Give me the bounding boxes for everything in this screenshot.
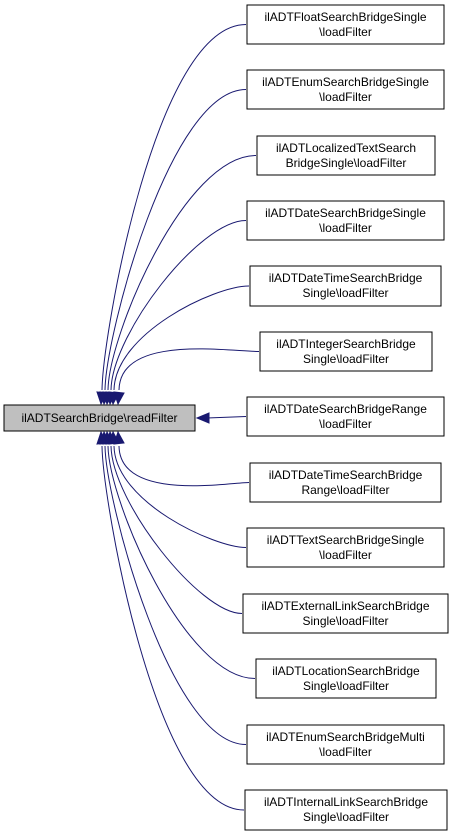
caller-node-label: \loadFilter	[319, 25, 372, 39]
caller-node[interactable]: ilADTIntegerSearchBridgeSingle\loadFilte…	[259, 331, 433, 372]
caller-nodes: ilADTFloatSearchBridgeSingle\loadFilteri…	[242, 4, 449, 831]
caller-node-label: ilADTLocalizedTextSearch	[276, 141, 416, 155]
caller-node-label: \loadFilter	[319, 417, 372, 431]
call-edge	[110, 445, 243, 614]
caller-node[interactable]: ilADTInternalLinkSearchBridgeSingle\load…	[244, 789, 448, 831]
caller-node-box	[256, 135, 436, 176]
root-node-box	[3, 404, 196, 432]
caller-node[interactable]: ilADTLocalizedTextSearchBridgeSingle\loa…	[256, 135, 436, 176]
caller-node-label: Range\loadFilter	[301, 483, 389, 497]
caller-node-label: Single\loadFilter	[302, 286, 388, 300]
caller-node[interactable]: ilADTExternalLinkSearchBridgeSingle\load…	[242, 593, 449, 634]
call-edge	[110, 220, 247, 391]
caller-node-label: ilADTEnumSearchBridgeMulti	[266, 730, 425, 744]
caller-node-label: ilADTDateSearchBridgeSingle	[265, 206, 426, 220]
call-edge	[104, 445, 247, 745]
caller-node-label: ilADTLocationSearchBridge	[272, 664, 420, 678]
caller-node-label: ilADTInternalLinkSearchBridge	[264, 795, 428, 809]
caller-node[interactable]: ilADTEnumSearchBridgeSingle\loadFilter	[246, 69, 445, 110]
caller-node-box	[242, 593, 449, 634]
call-edge	[107, 445, 256, 679]
caller-node-box	[246, 724, 445, 765]
caller-node-box	[246, 200, 445, 241]
caller-node-label: ilADTFloatSearchBridgeSingle	[264, 10, 426, 24]
caller-node-box	[259, 331, 433, 372]
caller-node-box	[246, 69, 445, 110]
call-edge	[118, 445, 250, 487]
caller-node[interactable]: ilADTDateTimeSearchBridgeSingle\loadFilt…	[249, 265, 442, 307]
caller-node-label: \loadFilter	[319, 745, 372, 759]
arrow-head-icon	[195, 412, 210, 424]
call-edge	[104, 89, 247, 391]
caller-node[interactable]: ilADTDateSearchBridgeSingle\loadFilter	[246, 200, 445, 241]
caller-node-label: Single\loadFilter	[302, 614, 388, 628]
arrow-head-icon	[113, 391, 125, 406]
caller-node[interactable]: ilADTLocationSearchBridgeSingle\loadFilt…	[255, 658, 437, 699]
caller-node-label: Single\loadFilter	[303, 679, 389, 693]
caller-node-box	[246, 527, 445, 568]
caller-node-label: ilADTDateSearchBridgeRange	[264, 402, 427, 416]
call-edge	[206, 416, 247, 419]
caller-node-label: \loadFilter	[319, 90, 372, 104]
caller-node[interactable]: ilADTDateSearchBridgeRange\loadFilter	[246, 396, 445, 437]
caller-node-box	[255, 658, 437, 699]
caller-node-box	[246, 4, 445, 45]
root-node[interactable]: ilADTSearchBridge\readFilter	[3, 404, 196, 432]
root-node-label: ilADTSearchBridge\readFilter	[21, 411, 177, 425]
caller-node-label: ilADTDateTimeSearchBridge	[269, 468, 423, 482]
arrow-head-icon	[96, 430, 108, 445]
caller-node-label: Single\loadFilter	[303, 352, 389, 366]
call-edge	[113, 445, 247, 548]
caller-node-box	[246, 396, 445, 437]
caller-node[interactable]: ilADTFloatSearchBridgeSingle\loadFilter	[246, 4, 445, 45]
caller-node-label: ilADTDateTimeSearchBridge	[269, 271, 423, 285]
caller-node[interactable]: ilADTTextSearchBridgeSingle\loadFilter	[246, 527, 445, 568]
caller-node-box	[244, 789, 448, 831]
call-edge	[101, 445, 245, 811]
caller-node-label: BridgeSingle\loadFilter	[286, 156, 407, 170]
caller-node[interactable]: ilADTEnumSearchBridgeMulti\loadFilter	[246, 724, 445, 765]
caller-node-label: ilADTExternalLinkSearchBridge	[261, 599, 429, 613]
caller-node-label: \loadFilter	[319, 221, 372, 235]
caller-node-label: ilADTTextSearchBridgeSingle	[267, 533, 425, 547]
call-edge	[113, 285, 250, 391]
call-edge	[118, 348, 260, 391]
caller-node-label: ilADTIntegerSearchBridge	[276, 337, 416, 351]
edges	[96, 24, 260, 811]
call-edge	[107, 155, 257, 391]
caller-node-label: ilADTEnumSearchBridgeSingle	[262, 75, 429, 89]
caller-node-box	[249, 462, 442, 503]
caller-node-label: Single\loadFilter	[303, 810, 389, 824]
caller-node-label: \loadFilter	[319, 548, 372, 562]
caller-node-box	[249, 265, 442, 307]
call-edge	[101, 24, 247, 391]
caller-node[interactable]: ilADTDateTimeSearchBridgeRange\loadFilte…	[249, 462, 442, 503]
